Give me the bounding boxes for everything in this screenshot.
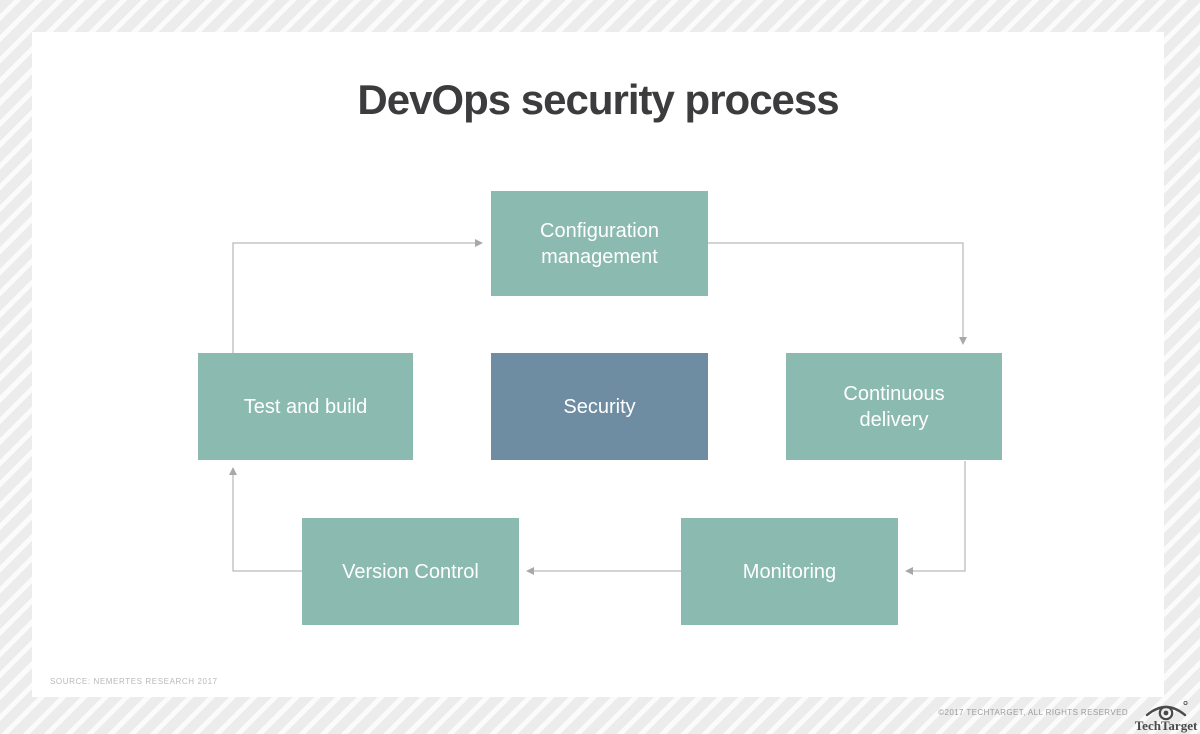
arrow-continuous-delivery-to-monitoring [905, 461, 966, 575]
box-test-and-build-label: Test and build [243, 395, 368, 418]
box-monitoring-label: Monitoring [742, 560, 837, 583]
box-continuous-delivery: Continuous delivery [786, 353, 1002, 460]
footer-right: ©2017 TECHTARGET, ALL RIGHTS RESERVED Te… [938, 699, 1198, 733]
box-continuous-delivery-label: Continuous delivery [843, 382, 945, 431]
arrow-version-control-to-test-and-build [229, 467, 303, 572]
box-monitoring: Monitoring [681, 518, 898, 625]
arrow-test-and-build-to-configuration-management [232, 239, 483, 353]
box-version-control-label: Version Control [342, 560, 479, 583]
box-security: Security [491, 353, 708, 460]
box-test-and-build: Test and build [198, 353, 413, 460]
source-note: SOURCE: NEMERTES RESEARCH 2017 [50, 677, 218, 686]
box-configuration-management: Configuration management [491, 191, 708, 296]
techtarget-wordmark: TechTarget [1134, 718, 1198, 733]
footer-copyright: ©2017 TECHTARGET, ALL RIGHTS RESERVED [938, 708, 1128, 717]
box-version-control: Version Control [302, 518, 519, 625]
box-security-label: Security [563, 395, 636, 418]
box-configuration-management-label: Configuration management [540, 219, 659, 268]
page-title: DevOps security process [357, 76, 839, 123]
content-card: DevOps security process Configuration ma… [32, 32, 1164, 697]
techtarget-logo: TechTarget [1134, 699, 1198, 733]
arrow-configuration-management-to-continuous-delivery [708, 242, 967, 345]
eye-icon [1145, 701, 1188, 721]
